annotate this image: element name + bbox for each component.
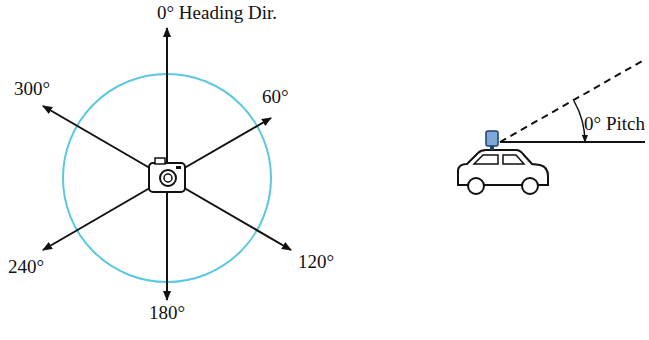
- heading-arrows: [43, 28, 291, 300]
- pitch-label: 0° Pitch: [584, 113, 645, 135]
- pitch-arc: [574, 101, 585, 142]
- angle-label: 180°: [149, 302, 185, 324]
- angle-label: 300°: [14, 78, 50, 100]
- heading-label: 0° Heading Dir.: [157, 2, 277, 24]
- angle-label: 240°: [8, 256, 44, 278]
- camera-icon: [149, 158, 185, 192]
- horizon-line: [500, 141, 645, 143]
- pitch-dashed-line: [500, 60, 644, 142]
- angle-label: 120°: [298, 251, 334, 273]
- angle-label: 60°: [262, 86, 289, 108]
